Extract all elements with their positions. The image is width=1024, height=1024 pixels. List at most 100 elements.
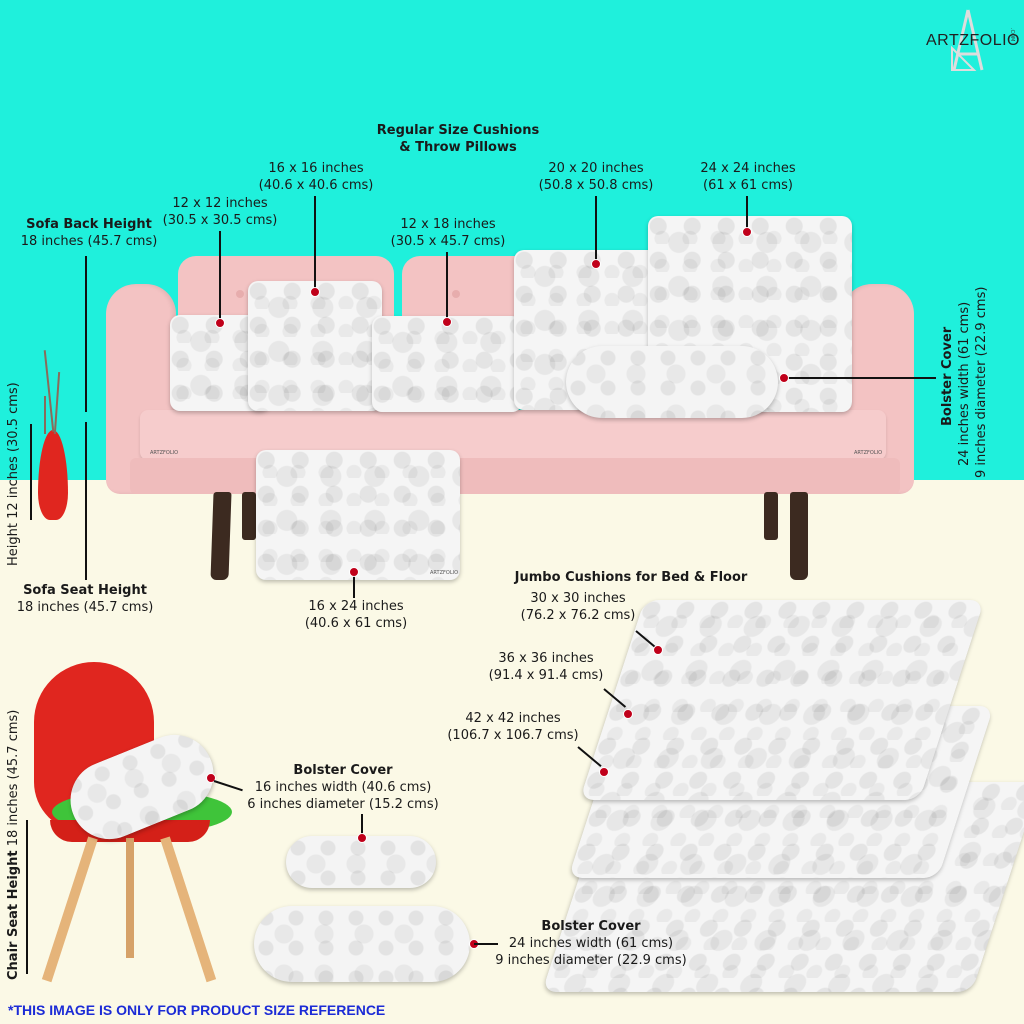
label-20x20-inches: 20 x 20 inches <box>548 161 644 176</box>
label-sofa-back-value: 18 inches (45.7 cms) <box>20 234 158 249</box>
bolster-large <box>254 906 470 982</box>
brand-suffix: .COM <box>1009 28 1015 42</box>
label-jumbo-30-inches: 30 x 30 inches <box>530 591 626 606</box>
bolster-sofa <box>566 346 778 418</box>
leader-12x12 <box>219 231 221 323</box>
dimension-chair-seat <box>26 820 28 974</box>
vase-stick <box>44 396 46 434</box>
label-16x16-inches: 16 x 16 inches <box>268 161 364 176</box>
marker-24x24 <box>742 227 752 237</box>
label-12x12-cms: (30.5 x 30.5 cms) <box>162 213 278 228</box>
brand-name: ARTZFOLIO <box>926 32 1020 49</box>
dimension-vase <box>30 424 32 520</box>
label-jumbo-30: 30 x 30 inches (76.2 x 76.2 cms) <box>508 590 648 624</box>
marker-jumbo-42 <box>599 767 609 777</box>
label-jumbo-42-cms: (106.7 x 106.7 cms) <box>447 728 579 743</box>
label-12x12: 12 x 12 inches (30.5 x 30.5 cms) <box>150 195 290 229</box>
label-chair-seat-value: 18 inches (45.7 cms) <box>6 709 21 847</box>
leader-bolster-sofa <box>784 377 936 379</box>
label-jumbo-42: 42 x 42 inches (106.7 x 106.7 cms) <box>440 710 586 744</box>
label-bolster-sofa-line1: 24 inches width (61 cms) <box>957 301 972 466</box>
label-24x24-inches: 24 x 24 inches <box>700 161 796 176</box>
label-chair-seat-title: Chair Seat Height <box>6 850 21 980</box>
label-bolster-small-title: Bolster Cover <box>293 763 393 778</box>
label-bolster-sofa-title: Bolster Cover <box>940 326 955 426</box>
brand-logo-icon <box>951 9 984 71</box>
cushion-12x18 <box>372 316 522 412</box>
label-16x24: 16 x 24 inches (40.6 x 61 cms) <box>286 598 426 632</box>
leader-bolster-large <box>474 943 498 945</box>
cushion-16x16 <box>248 281 382 411</box>
cushion-tag: ARTZFOLIO <box>430 570 459 576</box>
jumbo-cushion-30x30 <box>579 600 985 800</box>
dimension-sofa-seat <box>85 422 87 580</box>
label-jumbo-36-inches: 36 x 36 inches <box>498 651 594 666</box>
sofa-base <box>130 458 900 494</box>
label-16x16-cms: (40.6 x 40.6 cms) <box>258 178 374 193</box>
label-bolster-large: Bolster Cover 24 inches width (61 cms) 9… <box>486 918 696 969</box>
sofa-button <box>236 290 244 298</box>
label-bolster-small-line2: 6 inches diameter (15.2 cms) <box>247 797 439 812</box>
sofa-leg <box>210 492 232 580</box>
marker-12x18 <box>442 317 452 327</box>
sofa-tag: ARTZFOLIO <box>150 450 179 456</box>
leader-16x24 <box>353 572 355 598</box>
bolster-small <box>286 836 436 888</box>
jumbo-title-text: Jumbo Cushions for Bed & Floor <box>514 570 748 585</box>
marker-12x12 <box>215 318 225 328</box>
label-12x18-cms: (30.5 x 45.7 cms) <box>390 234 506 249</box>
sofa-leg <box>242 492 256 540</box>
label-12x18: 12 x 18 inches (30.5 x 45.7 cms) <box>378 216 518 250</box>
label-bolster-small-line1: 16 inches width (40.6 cms) <box>254 780 432 795</box>
label-20x20: 20 x 20 inches (50.8 x 50.8 cms) <box>526 160 666 194</box>
marker-jumbo-36 <box>623 709 633 719</box>
marker-16x24 <box>349 567 359 577</box>
leader-20x20 <box>595 196 597 264</box>
label-jumbo-title: Jumbo Cushions for Bed & Floor <box>506 569 756 586</box>
label-sofa-back-title: Sofa Back Height <box>26 217 152 232</box>
sofa-seat-cushion <box>140 410 886 460</box>
header-line2: & Throw Pillows <box>399 140 517 155</box>
label-bolster-sofa-line2: 9 inches diameter (22.9 cms) <box>974 286 989 478</box>
label-sofa-seat: Sofa Seat Height 18 inches (45.7 cms) <box>10 582 160 616</box>
label-16x24-cms: (40.6 x 61 cms) <box>304 616 408 631</box>
label-12x18-inches: 12 x 18 inches <box>400 217 496 232</box>
cushion-16x24 <box>256 450 460 580</box>
label-16x16: 16 x 16 inches (40.6 x 40.6 cms) <box>246 160 386 194</box>
label-sofa-back: Sofa Back Height 18 inches (45.7 cms) <box>14 216 164 250</box>
header-label: Regular Size Cushions & Throw Pillows <box>368 122 548 156</box>
dimension-sofa-back <box>85 256 87 412</box>
marker-20x20 <box>591 259 601 269</box>
label-bolster-large-line1: 24 inches width (61 cms) <box>508 936 674 951</box>
sofa-tag: ARTZFOLIO <box>854 450 883 456</box>
label-12x12-inches: 12 x 12 inches <box>172 196 268 211</box>
marker-bolster-small <box>357 833 367 843</box>
label-jumbo-36: 36 x 36 inches (91.4 x 91.4 cms) <box>476 650 616 684</box>
label-24x24: 24 x 24 inches (61 x 61 cms) <box>678 160 818 194</box>
label-jumbo-36-cms: (91.4 x 91.4 cms) <box>488 668 604 683</box>
label-sofa-seat-value: 18 inches (45.7 cms) <box>16 600 154 615</box>
sofa-leg <box>764 492 778 540</box>
leader-bolster-small <box>361 814 363 838</box>
marker-bolster-sofa <box>779 373 789 383</box>
label-bolster-large-line2: 9 inches diameter (22.9 cms) <box>495 953 687 968</box>
label-16x24-inches: 16 x 24 inches <box>308 599 404 614</box>
leader-24x24 <box>746 196 748 232</box>
label-sofa-seat-title: Sofa Seat Height <box>23 583 147 598</box>
label-24x24-cms: (61 x 61 cms) <box>703 178 793 193</box>
marker-16x16 <box>310 287 320 297</box>
label-vase-height: Height 12 inches (30.5 cms) <box>6 382 21 566</box>
label-jumbo-30-cms: (76.2 x 76.2 cms) <box>520 608 636 623</box>
label-20x20-cms: (50.8 x 50.8 cms) <box>538 178 654 193</box>
label-bolster-small: Bolster Cover 16 inches width (40.6 cms)… <box>238 762 448 813</box>
header-line1: Regular Size Cushions <box>376 123 540 138</box>
marker-jumbo-30 <box>653 645 663 655</box>
label-jumbo-42-inches: 42 x 42 inches <box>465 711 561 726</box>
chair-leg <box>126 838 134 958</box>
sofa-leg <box>790 492 808 580</box>
label-chair-seat: Chair Seat Height 18 inches (45.7 cms) <box>6 710 21 980</box>
leader-16x16 <box>314 196 316 292</box>
leader-12x18 <box>446 252 448 322</box>
sofa-button <box>452 290 460 298</box>
label-bolster-large-title: Bolster Cover <box>541 919 641 934</box>
